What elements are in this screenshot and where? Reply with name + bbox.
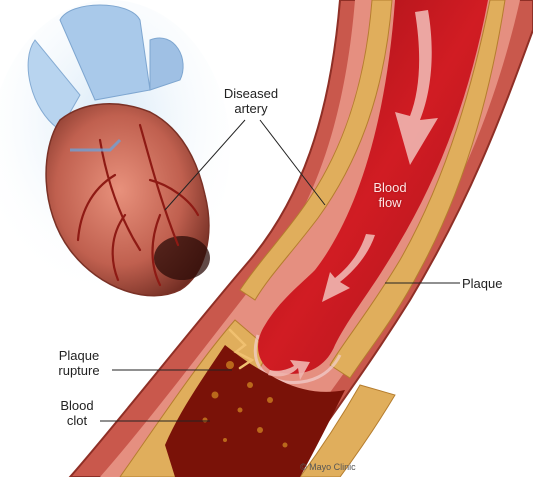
plaque-label: Plaque <box>462 276 502 291</box>
plaque-rupture-label: Plaque rupture <box>46 348 112 378</box>
plaque-rupture-label-line1: Plaque <box>46 348 112 363</box>
blood-flow-label-line2: flow <box>360 195 420 210</box>
heart-illustration <box>0 0 230 300</box>
blood-clot-label-line1: Blood <box>52 398 102 413</box>
plaque-rupture-label-line2: rupture <box>46 363 112 378</box>
blood-flow-label-line1: Blood <box>360 180 420 195</box>
diseased-artery-label-line2: artery <box>216 101 286 116</box>
blood-clot-label: Blood clot <box>52 398 102 428</box>
copyright-credit: © Mayo Clinic <box>300 462 356 472</box>
diseased-artery-label: Diseased artery <box>216 86 286 116</box>
diseased-artery-label-line1: Diseased <box>216 86 286 101</box>
damaged-tissue <box>154 236 210 280</box>
blood-clot-label-line2: clot <box>52 413 102 428</box>
blood-flow-label: Blood flow <box>360 180 420 210</box>
